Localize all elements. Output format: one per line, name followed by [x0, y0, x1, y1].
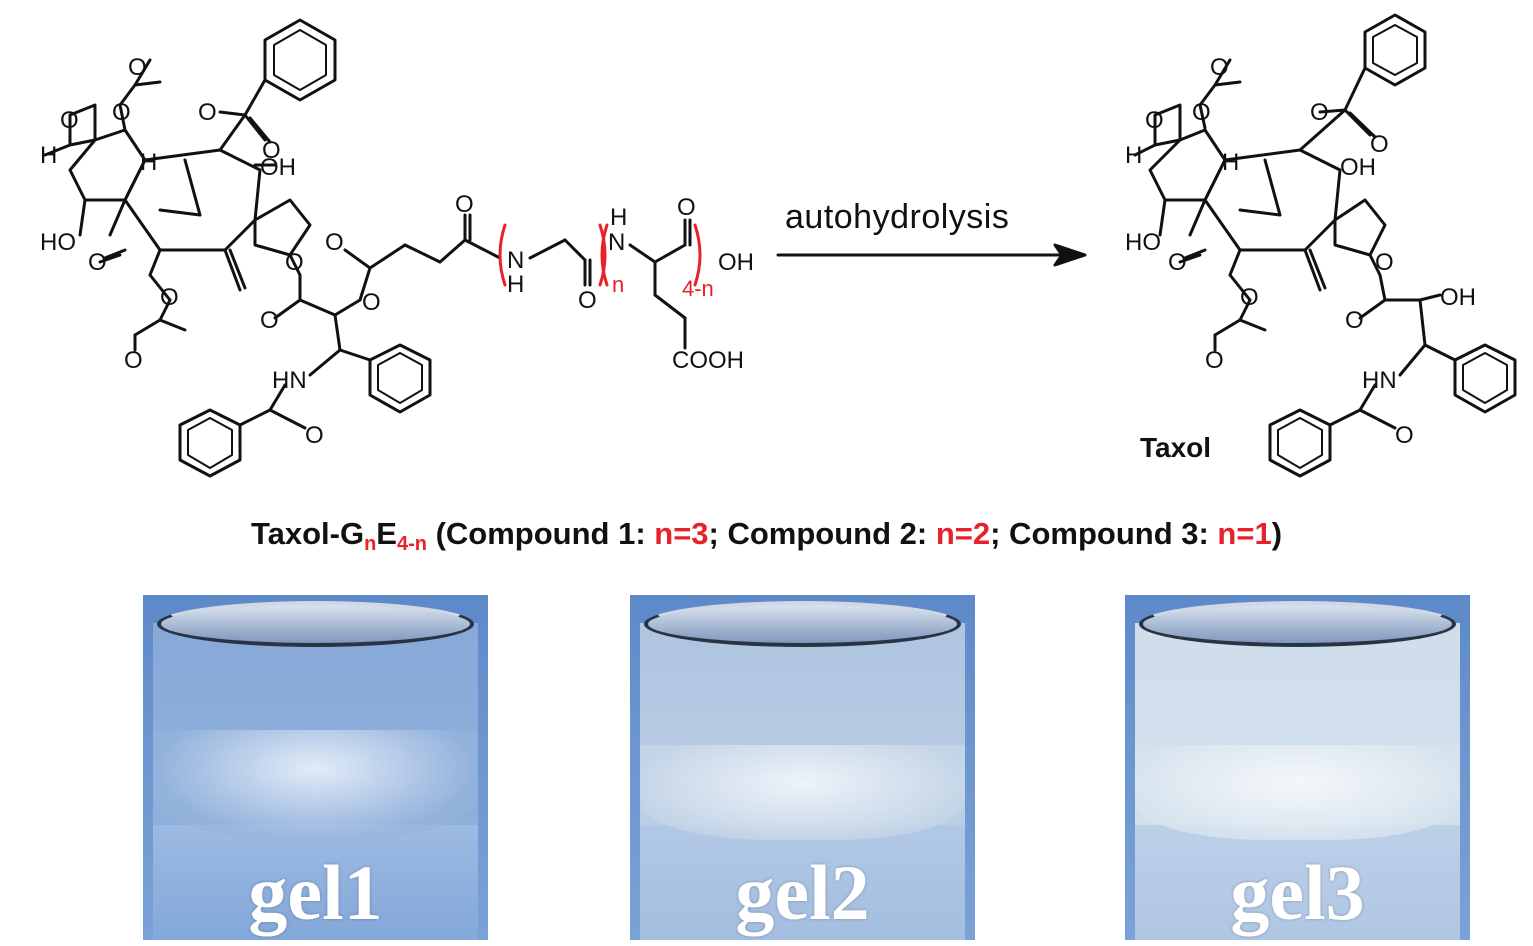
svg-text:O: O [124, 347, 143, 374]
reaction-scheme: O O O O O H H OH HO O O O O O O O HN O O… [40, 13, 1517, 478]
svg-text:4-n: 4-n [682, 276, 714, 301]
prodrug-structure [43, 18, 692, 478]
svg-text:O: O [88, 249, 107, 276]
svg-text:OH: OH [718, 249, 754, 276]
svg-text:O: O [60, 107, 79, 134]
svg-text:HN: HN [272, 367, 307, 394]
taxol-structure [1133, 13, 1517, 478]
repeat-subscripts: n 4-n [612, 272, 714, 301]
caption-E: E [376, 516, 397, 551]
svg-text:O: O [198, 99, 217, 126]
caption-sub-n: n [364, 533, 377, 555]
svg-text:O: O [285, 249, 304, 276]
caption-compound2: ; Compound 2: [708, 516, 936, 551]
svg-text:O: O [112, 99, 131, 126]
svg-text:H: H [40, 142, 57, 169]
reaction-condition-label: autohydrolysis [785, 198, 1010, 236]
svg-text:O: O [1168, 249, 1187, 276]
vial-lower [640, 825, 965, 940]
gel-meniscus [153, 730, 478, 840]
svg-text:HO: HO [1125, 229, 1161, 256]
svg-text:O: O [160, 284, 179, 311]
svg-text:O: O [1205, 347, 1224, 374]
svg-text:H: H [1125, 142, 1142, 169]
vial-rim [157, 601, 474, 647]
caption-end: ) [1271, 516, 1283, 551]
svg-text:OH: OH [260, 154, 296, 181]
taxol-atom-labels: O O O O O H H OH HO O O O O O OH HN O [1125, 54, 1476, 449]
svg-text:O: O [362, 289, 381, 316]
svg-text:O: O [1145, 107, 1164, 134]
svg-text:H: H [610, 204, 627, 231]
svg-text:O: O [578, 287, 597, 314]
vial-rim [644, 601, 961, 647]
svg-text:N: N [608, 229, 625, 256]
caption-prefix: Taxol-G [250, 516, 365, 551]
caption-n2: n=2 [935, 516, 991, 551]
svg-text:COOH: COOH [672, 347, 744, 374]
svg-text:O: O [1210, 54, 1229, 81]
svg-text:O: O [1375, 249, 1394, 276]
svg-text:O: O [128, 54, 147, 81]
svg-text:OH: OH [1340, 154, 1376, 181]
svg-text:O: O [1192, 99, 1211, 126]
svg-text:O: O [262, 137, 281, 164]
gel-photo-1: gel1 [143, 595, 488, 940]
svg-text:H: H [507, 271, 524, 298]
gel-photo-3: gel3 [1125, 595, 1470, 940]
svg-text:n: n [612, 272, 624, 297]
caption-n1: n=3 [654, 516, 709, 551]
gel-label: gel2 [735, 849, 870, 936]
svg-text:HN: HN [1362, 367, 1397, 394]
svg-text:H: H [140, 149, 157, 176]
gel-meniscus [640, 745, 965, 840]
svg-text:O: O [1240, 284, 1259, 311]
gel-photo-2: gel2 [630, 595, 975, 940]
svg-text:O: O [305, 422, 324, 449]
vial-rim [1139, 601, 1456, 647]
caption-sub-4n: 4-n [396, 533, 427, 555]
svg-text:N: N [507, 247, 524, 274]
svg-text:O: O [455, 191, 474, 218]
svg-text:O: O [260, 307, 279, 334]
svg-text:HO: HO [40, 229, 76, 256]
gel-meniscus [1135, 745, 1460, 840]
svg-text:H: H [1222, 149, 1239, 176]
svg-text:O: O [325, 229, 344, 256]
gel-label: gel3 [1230, 849, 1365, 936]
svg-text:O: O [1310, 99, 1329, 126]
caption-n3: n=1 [1217, 516, 1272, 551]
gel-label: gel1 [248, 849, 383, 936]
product-name: Taxol [1140, 432, 1212, 463]
svg-text:O: O [1345, 307, 1364, 334]
repeat-brackets [498, 223, 702, 287]
vial-lower [1135, 825, 1460, 940]
svg-text:OH: OH [1440, 284, 1476, 311]
vial-lower [153, 825, 478, 940]
prodrug-atom-labels: O O O O O H H OH HO O O O O O O O HN O O… [40, 54, 754, 449]
caption-compound1: (Compound 1: [426, 516, 655, 551]
reaction-arrow [776, 243, 1087, 267]
caption-compound3: ; Compound 3: [990, 516, 1218, 551]
svg-text:O: O [1370, 131, 1389, 158]
svg-text:O: O [1395, 422, 1414, 449]
svg-text:O: O [677, 194, 696, 221]
compound-caption: Taxol-GnE4-n (Compound 1: n=3; Compound … [0, 516, 1533, 556]
